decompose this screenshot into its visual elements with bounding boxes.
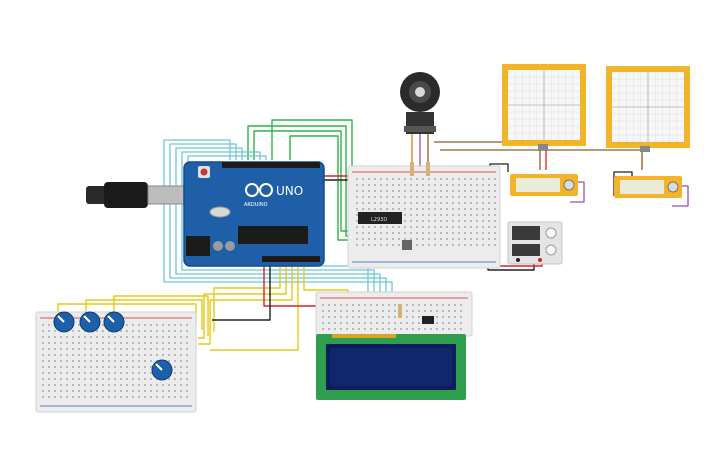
wire-yellow-3[interactable] (210, 258, 299, 351)
transistor (422, 316, 434, 324)
potentiometer-1[interactable] (53, 311, 75, 333)
wire-purple-panel-1[interactable] (570, 181, 585, 203)
power-jack (186, 236, 210, 256)
lcd-pins (332, 334, 396, 338)
multimeter-2[interactable] (614, 176, 682, 198)
lcd-display[interactable] (316, 334, 466, 400)
oscilloscope-2[interactable] (606, 66, 690, 152)
arduino-brand-label: ARDUINO (244, 202, 268, 208)
wire-yellow-1[interactable] (198, 258, 287, 339)
arduino-model-label: UNO (276, 184, 303, 198)
breadboard-top-holes (356, 178, 496, 246)
digital-header (222, 162, 320, 168)
potentiometer-2[interactable] (79, 311, 101, 333)
wire-yellow-pots-3[interactable] (113, 295, 209, 336)
breadboard-top[interactable]: L293D (347, 162, 501, 269)
breadboard-left[interactable] (35, 311, 197, 413)
resistor-2 (426, 162, 430, 176)
arduino-uno[interactable]: UNO ARDUINO (183, 161, 325, 267)
crystal (209, 206, 231, 218)
wire-cyan-2[interactable] (169, 143, 387, 332)
power-supply-knob-1[interactable] (545, 227, 557, 239)
microcontroller (238, 226, 308, 244)
power-supply[interactable] (507, 221, 563, 265)
potentiometer-4[interactable] (151, 359, 173, 381)
pushbutton[interactable] (402, 240, 412, 250)
capacitor-1 (213, 241, 223, 251)
multimeter-1[interactable] (510, 174, 578, 196)
analog-header (262, 256, 320, 262)
wire-purple-panel-2[interactable] (672, 185, 689, 207)
arduino-logo-icon (245, 183, 273, 197)
wire-yellow-pots-2[interactable] (85, 299, 203, 330)
potentiometer-3[interactable] (103, 311, 125, 333)
wire-yellow-2[interactable] (198, 258, 293, 345)
motor-driver-chip[interactable] (358, 212, 402, 224)
motor-driver-label: L293D (371, 217, 387, 223)
wire-cyan-3[interactable] (175, 147, 381, 332)
oscilloscope-1[interactable] (502, 64, 586, 150)
breadboard-lcd[interactable] (315, 291, 473, 337)
resistor-lcd (398, 304, 402, 318)
power-supply-knob-2[interactable] (545, 244, 557, 256)
wire-cyan-4[interactable] (181, 151, 375, 332)
wire-yellow-5[interactable] (213, 258, 281, 332)
capacitor-2 (225, 241, 235, 251)
breadboard-lcd-holes (322, 304, 462, 330)
usb-cable (86, 182, 189, 208)
wire-black-gnd-1[interactable] (212, 258, 271, 321)
resistor-1 (410, 162, 414, 176)
dc-motor-encoder[interactable] (400, 72, 440, 134)
wire-cyan-1[interactable] (163, 139, 393, 332)
